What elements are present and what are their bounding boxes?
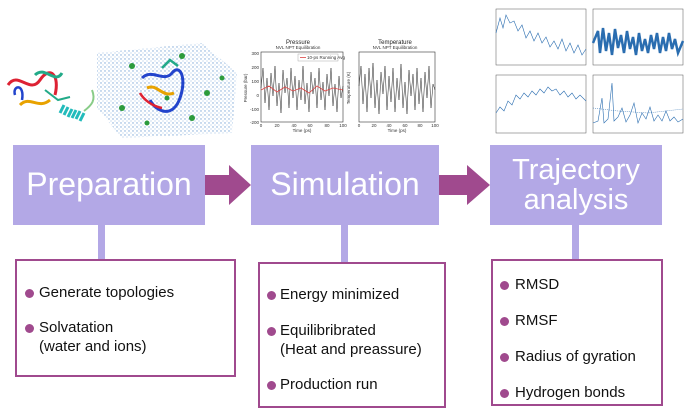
list-item: RMSF xyxy=(515,312,558,329)
connector-preparation xyxy=(98,225,105,260)
radius-of-gyration-plot xyxy=(495,74,587,134)
list-item: Hydrogen bonds xyxy=(515,384,626,401)
pressure-plot-title: Pressure xyxy=(286,40,311,46)
arrow-right-icon xyxy=(439,165,490,205)
bullet-icon xyxy=(500,389,509,398)
pressure-ytick: -200 xyxy=(250,120,260,125)
simulation-steps-list: Energy minimized Equilibribrated(Heat an… xyxy=(258,262,446,408)
pressure-plot-subtitle: NVL NPT Equilibration xyxy=(276,45,321,50)
rmsd-plot xyxy=(495,8,587,66)
temperature-ylabel: Temperature (K) xyxy=(346,71,351,104)
analysis-steps-list: RMSD RMSF Radius of gyration Hydrogen bo… xyxy=(491,259,663,406)
list-item: Equilibribrated(Heat and preassure) xyxy=(280,322,422,358)
arrow-right-icon xyxy=(205,165,251,205)
stage-simulation-title: Simulation xyxy=(270,166,420,203)
pressure-xtick: 20 xyxy=(274,123,280,128)
pressure-plot: Pressure NVL NPT Equilibration 10-ps Run… xyxy=(243,40,347,133)
temperature-xtick: 80 xyxy=(417,123,423,128)
stage-trajectory-title-line-1: Trajectory xyxy=(512,153,640,186)
temperature-xlabel: Time (ps) xyxy=(388,128,407,133)
pressure-ytick: -100 xyxy=(250,107,260,112)
connector-simulation xyxy=(341,225,348,263)
pressure-ytick: 0 xyxy=(256,93,259,98)
analysis-plots-grid xyxy=(495,8,685,134)
temperature-xtick: 20 xyxy=(371,123,377,128)
solvated-box-illustration xyxy=(97,43,237,138)
bullet-icon xyxy=(500,281,509,290)
list-item: Energy minimized xyxy=(280,286,400,303)
temperature-plot: Temperature NVL NPT Equilibration 0 20 4… xyxy=(346,40,439,133)
connector-analysis xyxy=(572,225,579,260)
list-item: Solvatation(water and ions) xyxy=(39,319,147,355)
bullet-icon xyxy=(267,381,276,390)
temperature-xtick: 40 xyxy=(386,123,392,128)
bullet-icon xyxy=(25,289,34,298)
stage-trajectory-title-line-2: analysis xyxy=(523,184,629,216)
temperature-plot-title: Temperature xyxy=(378,40,412,46)
bullet-icon xyxy=(25,324,34,333)
bullet-icon xyxy=(267,327,276,336)
pressure-ytick: 100 xyxy=(251,79,259,84)
temperature-xtick: 0 xyxy=(358,123,361,128)
pressure-ytick: 300 xyxy=(251,51,259,56)
pressure-xtick: 40 xyxy=(291,123,297,128)
pressure-xtick: 60 xyxy=(307,123,313,128)
pressure-ytick: 200 xyxy=(251,65,259,70)
bullet-icon xyxy=(500,317,509,326)
hbond-plot xyxy=(591,8,685,66)
pressure-xtick: 100 xyxy=(339,123,347,128)
temperature-xtick: 60 xyxy=(402,123,408,128)
pressure-plot-legend: 10-ps Running Avg xyxy=(307,55,345,60)
pressure-ylabel: Pressure (bar) xyxy=(243,73,248,102)
preparation-steps-list: Generate topologies Solvatation(water an… xyxy=(15,259,236,377)
temperature-plot-subtitle: NVL NPT Equilibration xyxy=(373,45,418,50)
list-item: Production run xyxy=(280,376,378,393)
stage-trajectory-analysis: Trajectory analysis xyxy=(490,145,662,225)
stage-preparation: Preparation xyxy=(13,145,205,225)
bullet-icon xyxy=(267,291,276,300)
list-item: Radius of gyration xyxy=(515,348,636,365)
pressure-xlabel: Time (ps) xyxy=(293,128,312,133)
list-item: Generate topologies xyxy=(39,284,175,301)
stage-simulation: Simulation xyxy=(251,145,439,225)
list-item: RMSD xyxy=(515,276,560,293)
bullet-icon xyxy=(500,353,509,362)
protein-structure-illustration xyxy=(6,70,95,122)
pressure-xtick: 80 xyxy=(324,123,330,128)
stage-preparation-title: Preparation xyxy=(26,166,192,203)
rmsf-plot xyxy=(592,74,684,134)
pressure-xtick: 0 xyxy=(260,123,263,128)
temperature-xtick: 100 xyxy=(431,123,439,128)
